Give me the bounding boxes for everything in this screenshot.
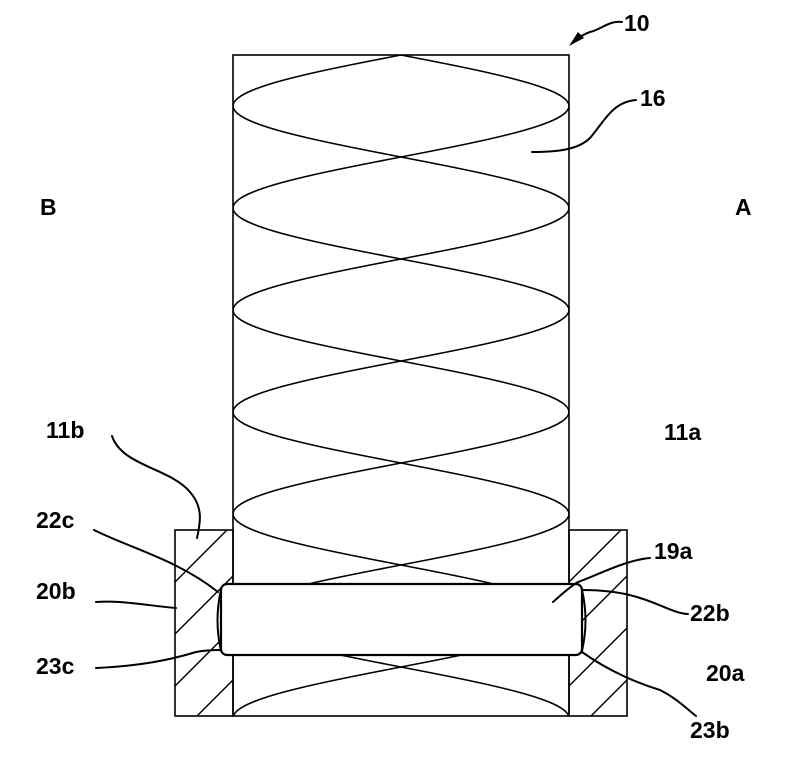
hatch-line <box>569 627 627 687</box>
leader-23c <box>95 649 222 669</box>
reference-labels: 10 16 B A 11b 11a 22c 19a 20b 22b 23c 20… <box>36 10 752 743</box>
leader-16 <box>531 99 637 153</box>
label-20b: 20b <box>36 578 76 604</box>
hatch-line <box>175 627 233 687</box>
seal-side-22c <box>216 589 222 652</box>
leader-22c <box>93 529 219 593</box>
label-11b: 11b <box>46 417 84 443</box>
hatch-line <box>196 679 233 716</box>
hatch-line <box>175 575 233 635</box>
left-frame-hatching <box>175 530 233 716</box>
label-20a: 20a <box>706 660 745 686</box>
label-22c: 22c <box>36 507 75 533</box>
label-10: 10 <box>624 10 650 36</box>
hatch-line <box>747 530 800 716</box>
hatch-line <box>175 530 176 531</box>
hatch-line <box>590 679 627 716</box>
leader-19a <box>552 557 651 603</box>
seal-side-22b <box>581 589 587 652</box>
leader-lines <box>93 20 697 717</box>
seal-element-19a <box>219 582 584 657</box>
leader-11b <box>111 435 201 539</box>
label-side-b: B <box>40 194 57 220</box>
hatch-line <box>175 530 228 583</box>
label-16: 16 <box>640 85 666 111</box>
leader-22b <box>581 589 689 615</box>
label-side-a: A <box>735 194 752 220</box>
leader-20b <box>95 600 177 609</box>
label-19a: 19a <box>654 538 693 564</box>
label-22b: 22b <box>690 600 730 626</box>
arrowhead-10 <box>569 32 584 46</box>
label-11a: 11a <box>664 419 701 445</box>
label-23c: 23c <box>36 653 75 679</box>
label-23b: 23b <box>690 717 730 743</box>
hatch-line <box>569 530 622 583</box>
leader-23b <box>581 651 697 717</box>
